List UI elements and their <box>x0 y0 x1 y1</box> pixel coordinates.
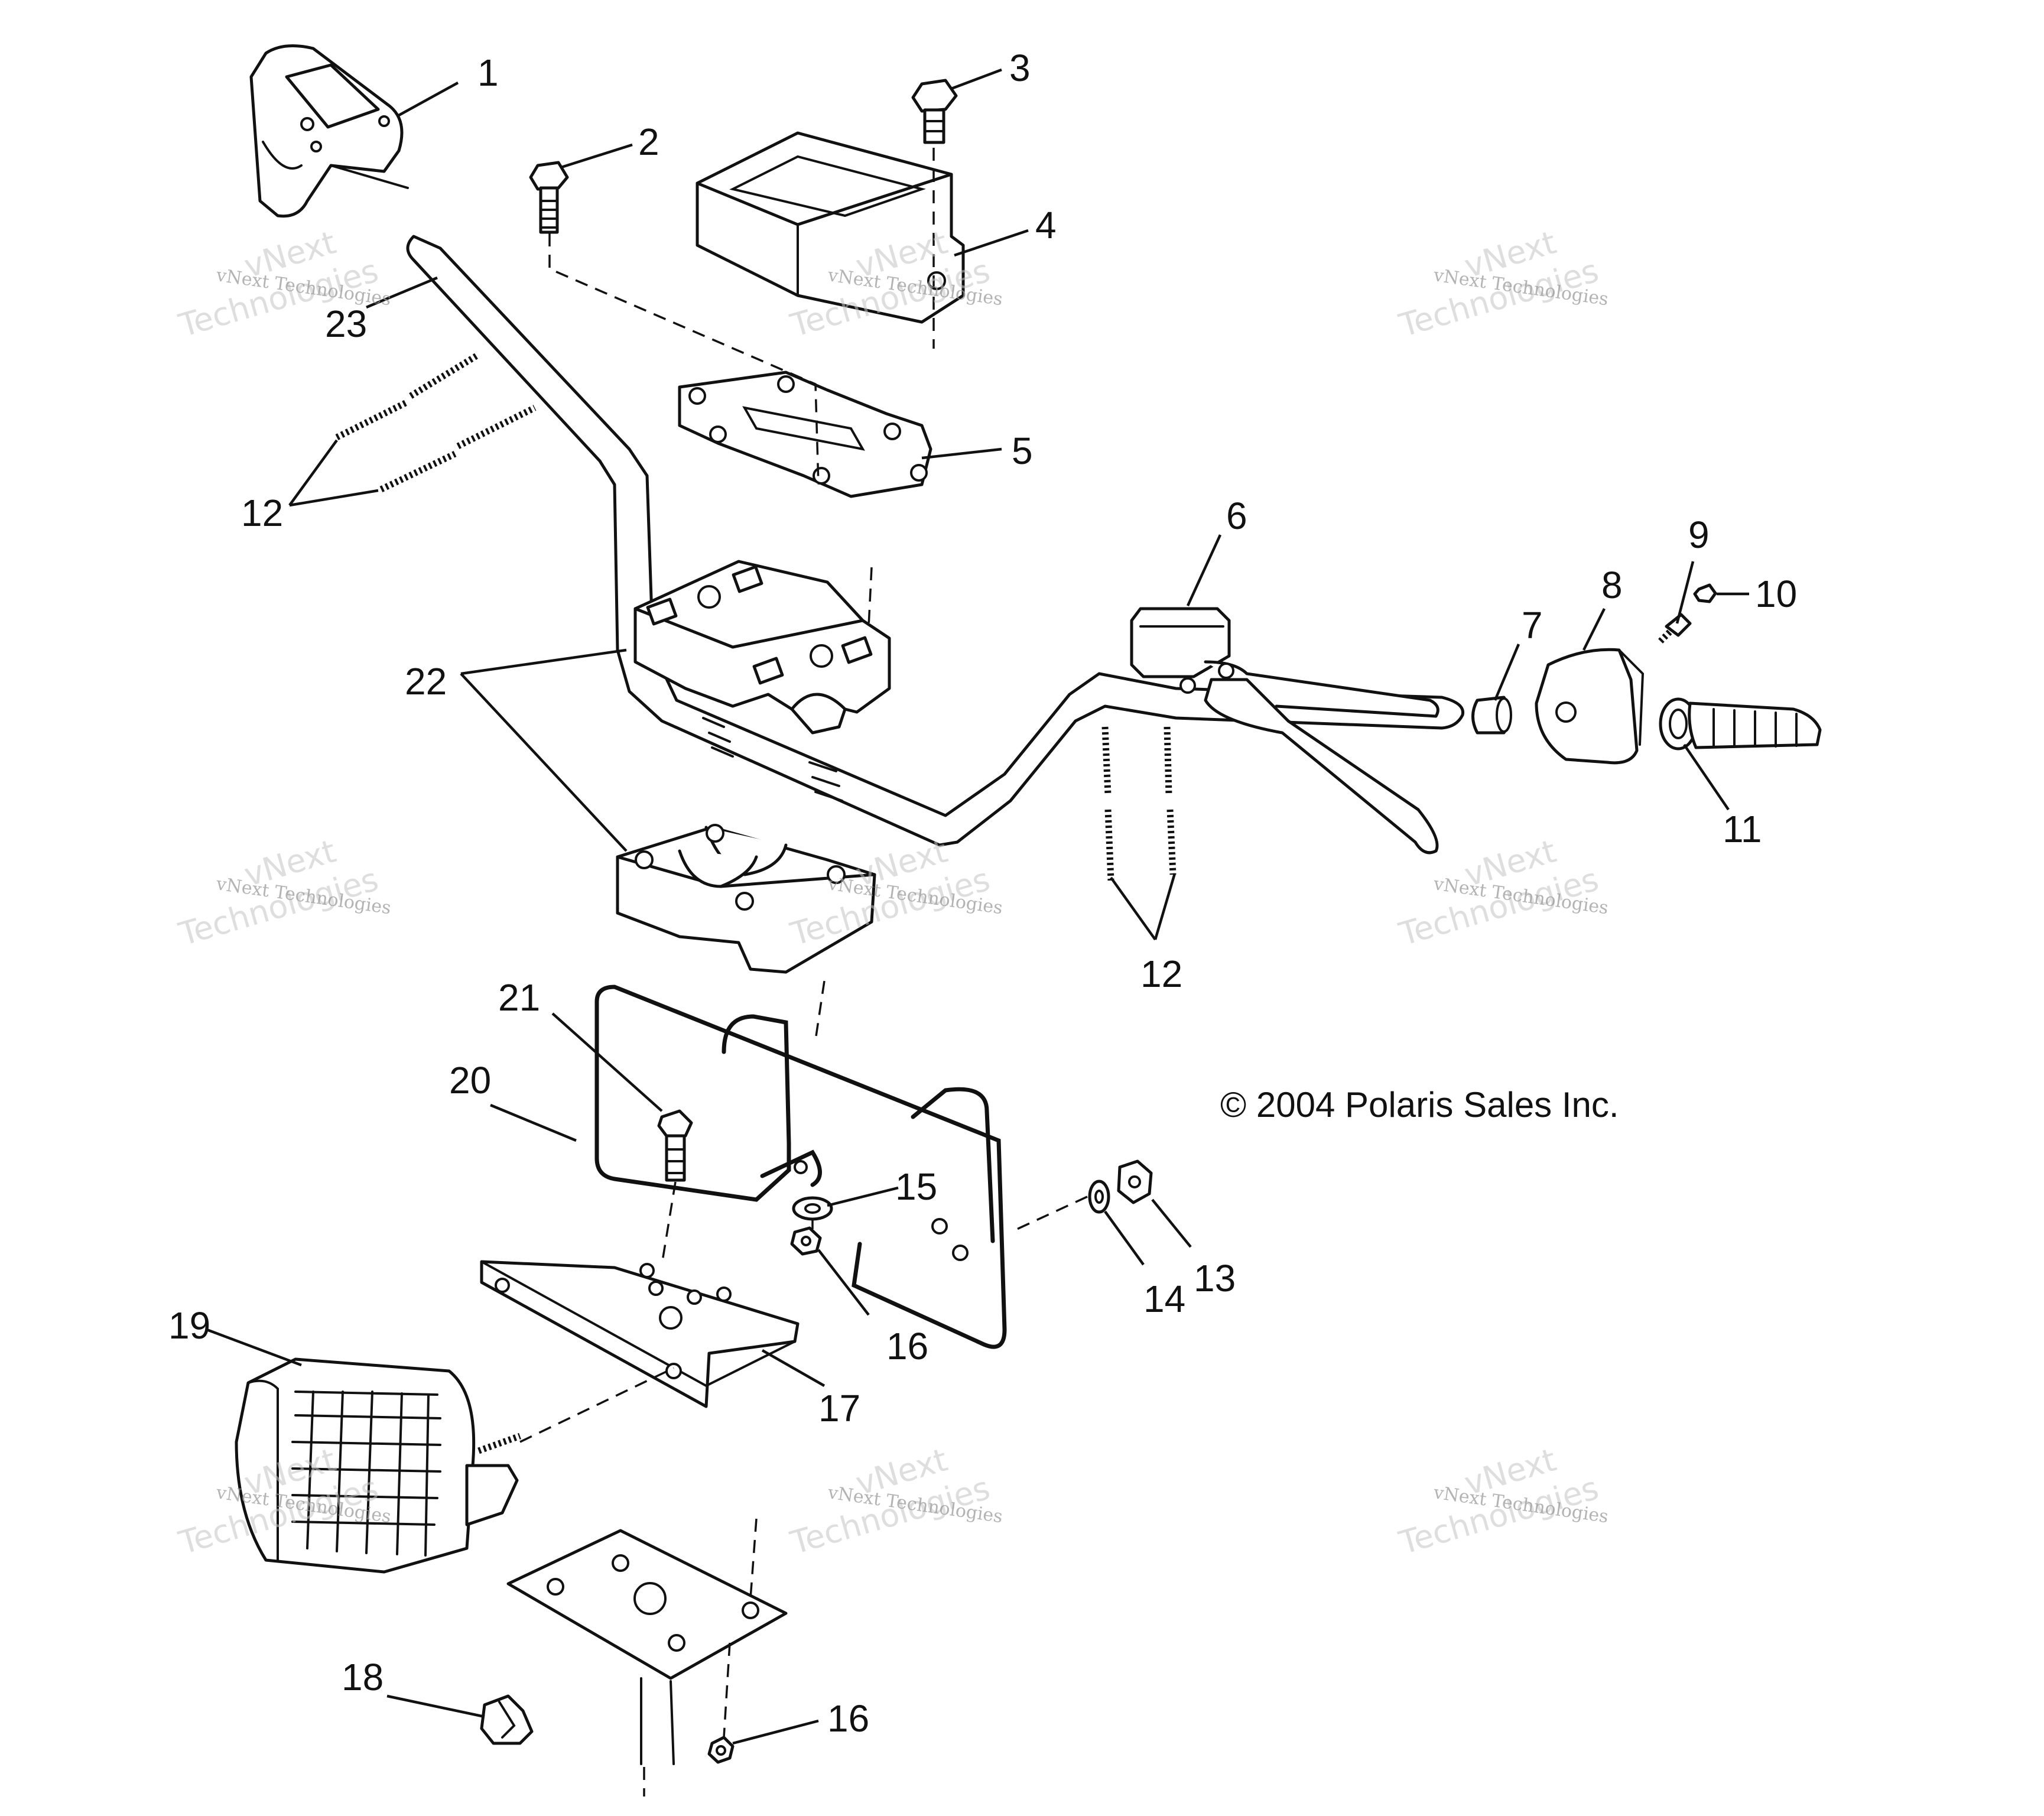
callout-12-right: 12 <box>1140 953 1182 995</box>
part-15-washer <box>792 1196 833 1221</box>
part-20-headlight-bracket <box>594 985 1007 1349</box>
callout-20: 20 <box>449 1059 491 1102</box>
watermark-bottom-center: Technologies vNext vNext Technologies <box>786 1441 1004 1561</box>
watermark-bottom-right: Technologies vNext vNext Technologies <box>1395 1441 1610 1561</box>
part-3-bolt <box>911 79 958 144</box>
part-12-cable-ties-left <box>335 352 537 492</box>
callout-15: 15 <box>895 1165 937 1208</box>
part-8-throttle-housing <box>1535 648 1645 765</box>
part-1-handlebar-cover <box>249 44 409 218</box>
part-23-handlebar <box>406 235 1465 847</box>
callout-16-bottom: 16 <box>827 1697 869 1740</box>
lower-base-plate <box>506 1529 788 1765</box>
part-19-headlight <box>235 1357 521 1574</box>
callout-16-middle: 16 <box>886 1325 928 1367</box>
callout-1: 1 <box>477 51 499 94</box>
part-7-bushing <box>1471 696 1512 735</box>
callout-22: 22 <box>405 660 447 703</box>
part-22-lower-clamp <box>616 824 876 974</box>
part-21-bolt <box>657 1109 693 1182</box>
callout-23: 23 <box>325 303 367 345</box>
leader-lines <box>206 68 1749 1745</box>
callout-21: 21 <box>498 976 540 1019</box>
part-16-nut-bottom <box>707 1736 735 1764</box>
callout-2: 2 <box>638 121 659 163</box>
part-10-nut <box>1693 583 1717 603</box>
part-22-upper-clamp <box>633 560 891 735</box>
callout-14: 14 <box>1143 1278 1185 1320</box>
part-16-nut-middle <box>790 1226 822 1256</box>
watermark-middle-left: Technologies vNext vNext Technologies <box>174 832 392 953</box>
callout-10: 10 <box>1755 573 1797 615</box>
callout-9: 9 <box>1688 514 1710 556</box>
callout-6: 6 <box>1226 495 1247 537</box>
part-5-mounting-plate <box>678 371 932 498</box>
callout-8: 8 <box>1601 564 1623 606</box>
part-4-handlebar-pad <box>696 131 965 324</box>
assembly-center-lines <box>519 148 1088 1796</box>
callout-19: 19 <box>168 1304 210 1347</box>
callout-4: 4 <box>1035 204 1057 246</box>
watermark-top-right: Technologies vNext vNext Technologies <box>1395 223 1610 344</box>
part-2-bolt <box>529 161 569 234</box>
callout-5: 5 <box>1012 430 1033 472</box>
part-6-master-cylinder <box>1130 607 1439 855</box>
part-14-washer <box>1088 1180 1110 1214</box>
part-11-grip <box>1659 697 1822 751</box>
part-13-nut <box>1117 1159 1153 1204</box>
callout-13: 13 <box>1194 1257 1236 1300</box>
callout-11: 11 <box>1723 808 1762 850</box>
part-9-screw <box>1658 613 1692 644</box>
callout-12-left: 12 <box>241 492 283 534</box>
part-18-clip <box>480 1694 534 1745</box>
copyright-notice: © 2004 Polaris Sales Inc. <box>1220 1085 1619 1125</box>
callout-labels: 1 2 3 4 5 6 7 8 9 10 11 12 12 13 14 15 1… <box>168 47 1797 1740</box>
part-12-cable-ties-right <box>1101 726 1177 881</box>
callout-17: 17 <box>818 1387 860 1430</box>
callout-7: 7 <box>1522 604 1543 647</box>
part-17-mount-plate <box>480 1260 800 1408</box>
callout-18: 18 <box>342 1656 384 1698</box>
callout-3: 3 <box>1009 47 1031 89</box>
